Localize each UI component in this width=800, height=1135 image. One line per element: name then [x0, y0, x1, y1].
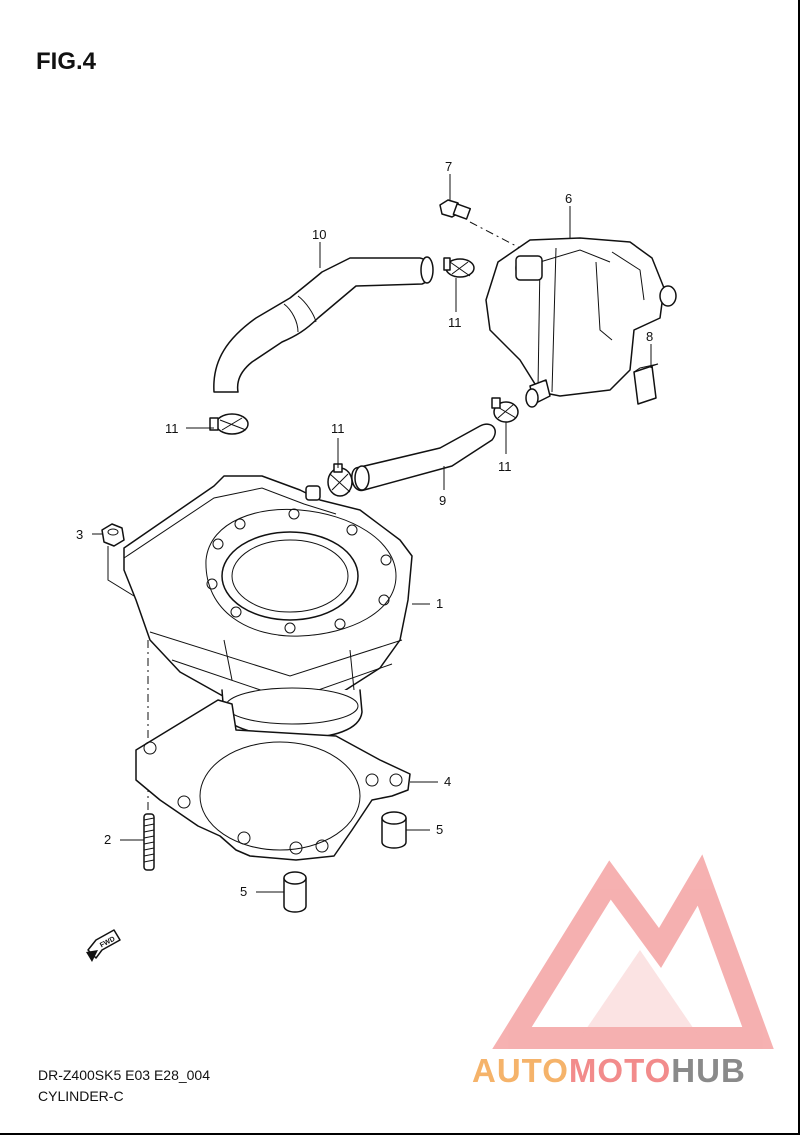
callout-3: 3 [76, 527, 83, 542]
callout-8: 8 [646, 329, 653, 344]
watermark-logo [492, 854, 774, 1049]
callout-11-left: 11 [165, 421, 179, 436]
callout-11-upper: 11 [448, 315, 462, 330]
callout-6: 6 [565, 191, 572, 206]
part-10-breather-hose [213, 256, 434, 393]
part-5-dowel-pin-right [381, 811, 407, 849]
figure-title: FIG.4 [36, 48, 97, 75]
part-1-cylinder [123, 475, 413, 739]
callout-7: 7 [445, 159, 452, 174]
part-6-breather-box [485, 237, 677, 408]
callout-1: 1 [436, 596, 443, 611]
part-7-bolt [439, 199, 521, 249]
part-4-base-gasket [135, 699, 411, 861]
watermark-auto: AUTO [472, 1052, 569, 1089]
part-2-stud-bolt [143, 813, 155, 871]
part-11-hose-clamp-center [327, 463, 353, 497]
part-3-nut [101, 523, 135, 597]
diagram-code: DR-Z400SK5 E03 E28_004 [38, 1067, 210, 1083]
part-11-hose-clamp-upper [443, 257, 475, 278]
fwd-arrow-icon: FWD [86, 929, 121, 962]
part-11-hose-clamp-right [491, 397, 519, 423]
part-11-hose-clamp-left [209, 413, 249, 435]
callout-10: 10 [312, 227, 326, 242]
part-5-dowel-pin-lower [283, 871, 307, 913]
callout-9: 9 [439, 493, 446, 508]
callout-11-right: 11 [498, 459, 512, 474]
part-8-rubber-block [633, 363, 659, 405]
watermark-hub: HUB [671, 1052, 746, 1089]
callout-2: 2 [104, 832, 111, 847]
watermark-text: AUTOMOTOHUB [472, 1052, 746, 1090]
watermark-moto: MOTO [568, 1052, 672, 1089]
callout-5-right: 5 [436, 822, 443, 837]
diagram-name: CYLINDER-C [38, 1088, 124, 1104]
part-9-hose [351, 423, 496, 492]
callout-4: 4 [444, 774, 451, 789]
callout-11-center: 11 [331, 421, 345, 436]
callout-5-lower: 5 [240, 884, 247, 899]
